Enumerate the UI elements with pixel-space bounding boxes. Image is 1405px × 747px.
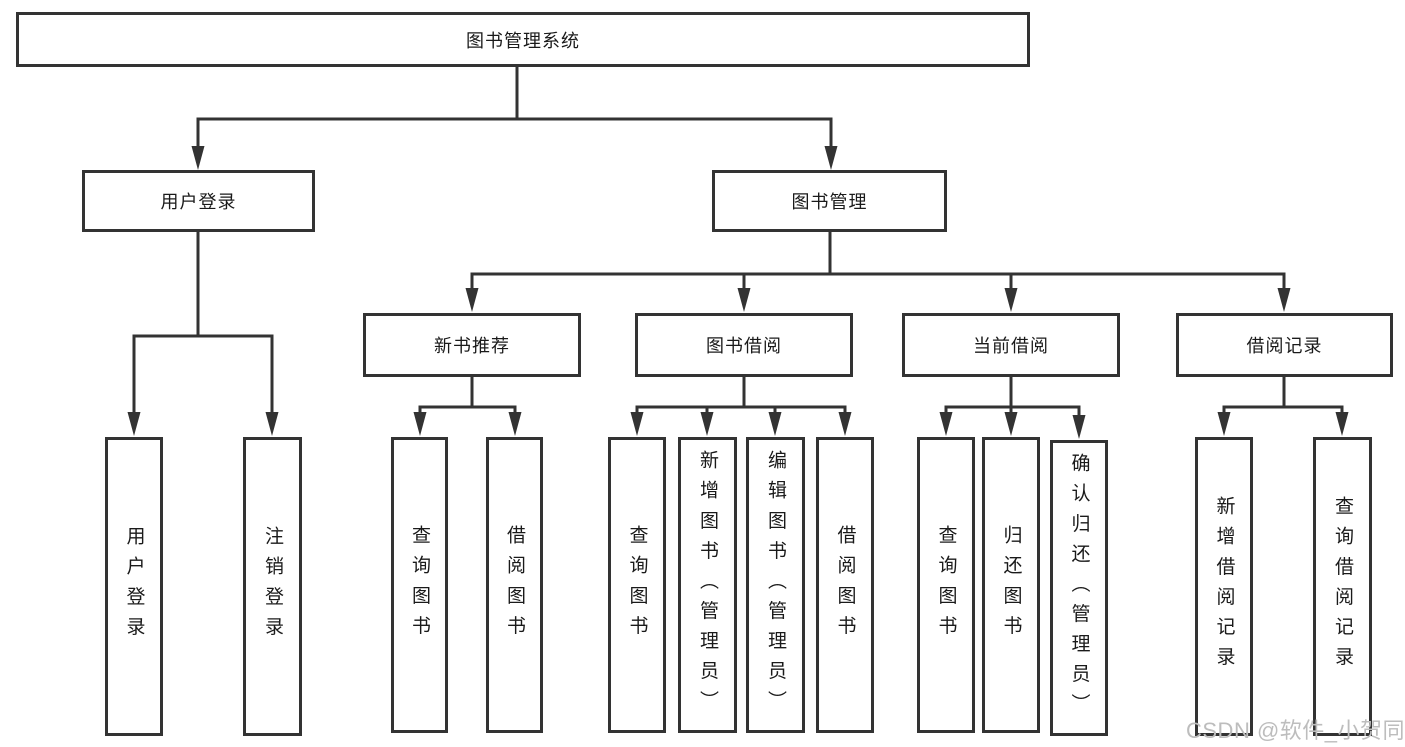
arrowhead-icon <box>1004 412 1018 436</box>
arrowhead-icon <box>265 412 279 436</box>
arrowhead-icon <box>1072 415 1086 439</box>
node-confirm-return-admin: 确认归还（管理员） <box>1050 440 1108 736</box>
node-label: 新增借阅记录 <box>1213 496 1235 677</box>
node-borrowing-records: 借阅记录 <box>1176 313 1393 377</box>
node-label: 查询图书 <box>935 524 957 646</box>
arrowhead-icon <box>939 412 953 436</box>
arrowhead-icon <box>737 288 751 312</box>
node-query-books-borrowing: 查询图书 <box>608 437 666 733</box>
node-add-book-admin: 新增图书（管理员） <box>678 437 737 733</box>
node-book-management: 图书管理 <box>712 170 947 232</box>
node-label: 查询图书 <box>626 524 648 646</box>
node-label: 查询借阅记录 <box>1332 496 1353 677</box>
node-label: 借阅图书 <box>504 524 525 646</box>
arrowhead-icon <box>508 412 522 436</box>
arrowhead-icon <box>630 412 644 436</box>
node-new-book-recommendation: 新书推荐 <box>363 313 581 377</box>
node-label: 编辑图书（管理员） <box>765 449 786 721</box>
arrowhead-icon <box>465 288 479 312</box>
node-edit-book-admin: 编辑图书（管理员） <box>746 437 805 733</box>
node-query-books-current: 查询图书 <box>917 437 975 733</box>
connector-borrowing-records-group <box>1222 377 1344 418</box>
node-login-label: 用户登录 <box>123 526 145 647</box>
node-label: 查询图书 <box>409 524 430 646</box>
arrowhead-icon <box>824 146 838 170</box>
node-label: 新增图书（管理员） <box>697 449 718 721</box>
connector-user-login-branch <box>132 232 274 418</box>
arrowhead-icon <box>413 412 427 436</box>
arrowhead-icon <box>127 412 141 436</box>
node-label: 确认归还（管理员） <box>1068 452 1090 724</box>
connector-book-borrowing-group <box>635 377 847 418</box>
node-current-borrowing: 当前借阅 <box>902 313 1120 377</box>
node-logout: 注销登录 <box>243 437 302 736</box>
node-return-books: 归还图书 <box>982 437 1040 733</box>
node-add-borrow-record: 新增借阅记录 <box>1195 437 1253 736</box>
node-borrow-books-recommend: 借阅图书 <box>486 437 543 733</box>
node-label: 归还图书 <box>1000 524 1022 646</box>
arrowhead-icon <box>838 412 852 436</box>
watermark: CSDN @软件_小贺同学 <box>1186 718 1405 743</box>
node-login: 用户登录 <box>105 437 163 736</box>
node-book-borrowing: 图书借阅 <box>635 313 853 377</box>
connector-new-book-group <box>418 377 517 418</box>
connector-book-mgmt-to-level3 <box>470 232 1286 293</box>
node-borrow-books-borrowing: 借阅图书 <box>816 437 874 733</box>
arrowhead-icon <box>1277 288 1291 312</box>
node-logout-label: 注销登录 <box>262 526 283 647</box>
node-query-borrow-record: 查询借阅记录 <box>1313 437 1372 736</box>
arrowhead-icon <box>1217 412 1231 436</box>
connector-root-to-level2 <box>196 67 833 150</box>
arrowhead-icon <box>1004 288 1018 312</box>
arrowhead-icon <box>191 146 205 170</box>
connector-current-borrowing-group <box>944 377 1081 421</box>
node-user-login: 用户登录 <box>82 170 315 232</box>
node-root: 图书管理系统 <box>16 12 1030 67</box>
arrowhead-icon <box>700 412 714 436</box>
arrowhead-icon <box>1335 412 1349 436</box>
node-query-books-recommend: 查询图书 <box>391 437 448 733</box>
arrowhead-icon <box>768 412 782 436</box>
node-label: 借阅图书 <box>834 524 856 646</box>
